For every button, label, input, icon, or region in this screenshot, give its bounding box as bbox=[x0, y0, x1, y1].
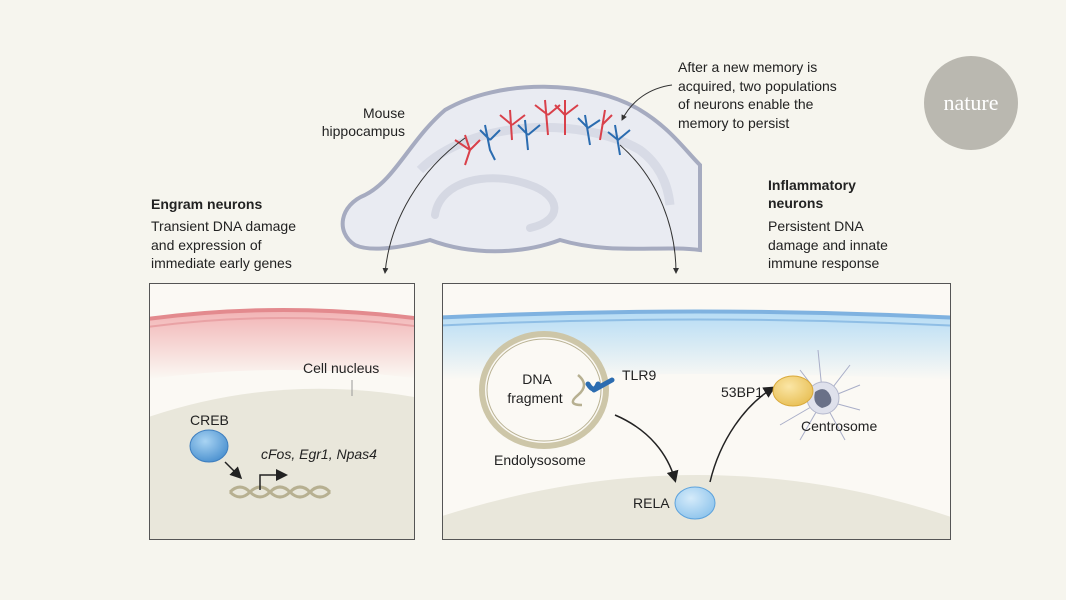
dna-fragment bbox=[571, 374, 586, 407]
engram-panel bbox=[149, 283, 415, 540]
svg-text:of neurons enable the: of neurons enable the bbox=[678, 96, 814, 112]
rela-label: RELA bbox=[633, 495, 670, 511]
dna-strand bbox=[228, 485, 332, 499]
dna-fragment-label: DNA bbox=[522, 371, 552, 387]
svg-text:neurons: neurons bbox=[768, 195, 823, 211]
hippocampus-illustration bbox=[340, 84, 702, 254]
neurons bbox=[454, 99, 631, 166]
dna-fragment-label: fragment bbox=[507, 390, 562, 406]
svg-text:Engram neurons: Engram neurons bbox=[151, 196, 262, 212]
svg-text:After a new memory is: After a new memory is bbox=[678, 59, 817, 75]
endolysosome-label: Endolysosome bbox=[494, 452, 586, 468]
svg-text:immune response: immune response bbox=[768, 255, 879, 271]
cell-nucleus bbox=[150, 388, 414, 539]
centrosome bbox=[779, 349, 861, 441]
hippocampus-label: Mouse bbox=[363, 105, 405, 121]
svg-text:Transient DNA damage: Transient DNA damage bbox=[151, 218, 296, 234]
53bp1-protein bbox=[772, 375, 814, 407]
annotation: After a new memory is acquired, two popu… bbox=[678, 59, 837, 131]
svg-text:Inflammatory: Inflammatory bbox=[768, 177, 856, 193]
cell-nucleus-label: Cell nucleus bbox=[303, 360, 379, 376]
inflammatory-arrow bbox=[619, 144, 679, 274]
rela-protein bbox=[674, 486, 716, 520]
53bp1-label: 53BP1 bbox=[721, 384, 763, 400]
svg-text:memory to persist: memory to persist bbox=[678, 115, 789, 131]
inflammatory-heading: Inflammatory neurons Persistent DNA dama… bbox=[768, 177, 888, 271]
inflammatory-panel bbox=[442, 283, 951, 540]
genes-label: cFos, Egr1, Npas4 bbox=[261, 446, 377, 462]
annotation-arrow bbox=[621, 84, 673, 121]
engram-heading: Engram neurons Transient DNA damage and … bbox=[151, 196, 296, 271]
tlr9-label: TLR9 bbox=[622, 367, 656, 383]
engram-arrow bbox=[382, 137, 466, 274]
creb-label: CREB bbox=[190, 412, 229, 428]
svg-text:immediate early genes: immediate early genes bbox=[151, 255, 292, 271]
creb-protein bbox=[189, 429, 229, 463]
endolysosome bbox=[479, 331, 609, 449]
hippocampus-label: hippocampus bbox=[322, 123, 405, 139]
svg-text:and expression of: and expression of bbox=[151, 237, 262, 253]
svg-text:nature: nature bbox=[944, 90, 999, 115]
nature-logo: nature bbox=[924, 56, 1018, 150]
svg-text:acquired, two populations: acquired, two populations bbox=[678, 78, 837, 94]
svg-text:damage and innate: damage and innate bbox=[768, 237, 888, 253]
centrosome-label: Centrosome bbox=[801, 418, 877, 434]
svg-text:Persistent DNA: Persistent DNA bbox=[768, 218, 864, 234]
tlr9-receptor bbox=[585, 377, 615, 393]
